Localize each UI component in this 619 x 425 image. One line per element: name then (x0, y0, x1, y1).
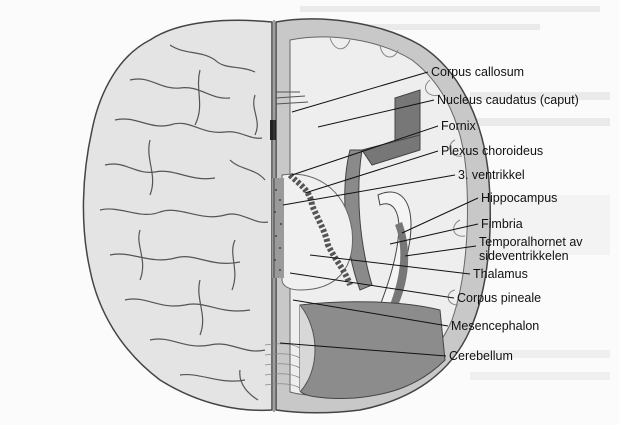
left-hemisphere (83, 20, 272, 410)
label-fimbria: Fimbria (481, 217, 523, 231)
label-hippocampus: Hippocampus (481, 191, 557, 205)
label-plexus-choroideus: Plexus choroideus (441, 144, 543, 158)
label-nucleus-caudatus: Nucleus caudatus (caput) (437, 93, 579, 107)
label-fornix: Fornix (441, 119, 476, 133)
label-corpus-callosum: Corpus callosum (431, 65, 524, 79)
label-3-ventrikkel: 3. ventrikkel (458, 168, 525, 182)
label-mesencephalon: Mesencephalon (451, 319, 539, 333)
label-temporalhornet: Temporalhornet av sideventrikkelen (479, 235, 614, 263)
label-corpus-pineale: Corpus pineale (457, 291, 541, 305)
label-cerebellum: Cerebellum (449, 349, 513, 363)
label-thalamus: Thalamus (473, 267, 528, 281)
